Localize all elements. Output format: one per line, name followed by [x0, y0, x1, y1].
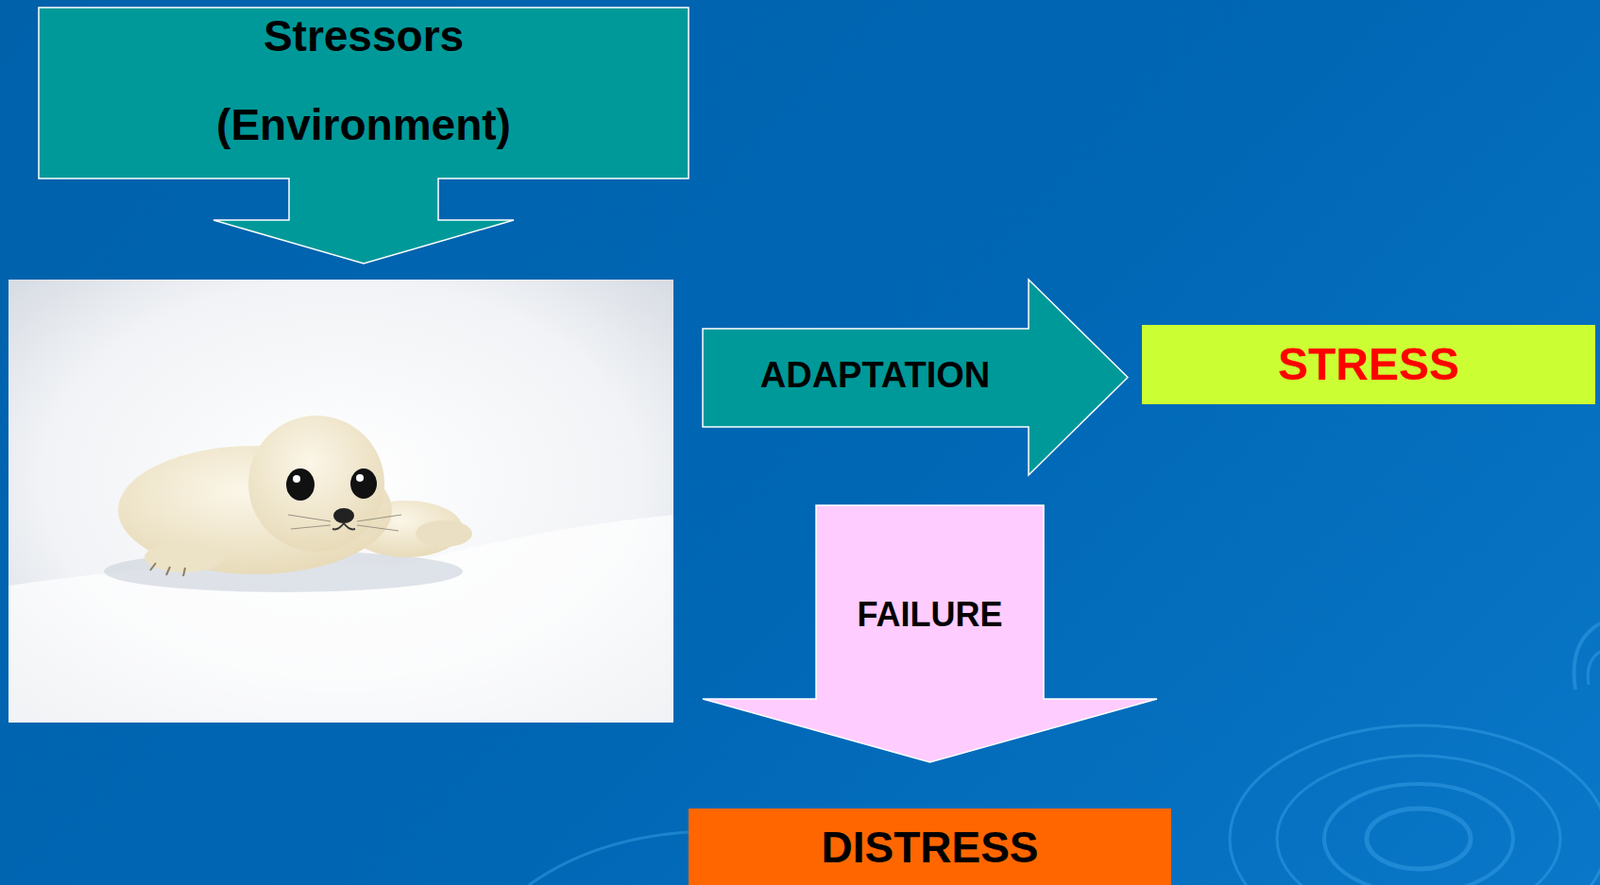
node-label: DISTRESS: [820, 821, 1039, 872]
seal-eye: [350, 468, 377, 499]
process-arrow: ADAPTATION: [702, 279, 1128, 476]
node-label: STRESS: [1277, 338, 1460, 391]
snow-background: [8, 279, 674, 723]
seal-head: [248, 415, 385, 552]
seal-eye: [286, 468, 315, 501]
shape-fill: [38, 7, 689, 264]
eye-highlight: [356, 474, 364, 482]
seal-whiskers: [288, 514, 402, 531]
ripple-arc: [1587, 651, 1600, 685]
failure-arrow: FAILURE: [702, 505, 1158, 763]
node-label: ADAPTATION: [760, 355, 990, 397]
ripple-ring: [1229, 725, 1600, 885]
seal-mouth: [332, 523, 356, 529]
ripple-ring: [1366, 808, 1471, 869]
outcome-box: DISTRESS: [688, 808, 1172, 885]
shape-fill: [1141, 324, 1596, 405]
shape-fill: [688, 808, 1172, 885]
ripple-ring: [1276, 755, 1561, 885]
node-label: FAILURE: [856, 595, 1003, 634]
whisker: [288, 514, 402, 531]
ripple-rings: [528, 623, 1600, 885]
ripple-ring: [1324, 783, 1514, 885]
ripple-arc: [1573, 623, 1600, 690]
seal-nose: [333, 508, 355, 524]
seal-claws: [150, 562, 186, 577]
node-label: Stressors: [263, 11, 464, 62]
outcome-box: STRESS: [1141, 324, 1596, 405]
shape-fill: [702, 505, 1158, 763]
stressor-arrow-box: Stressors (Environment): [38, 7, 689, 264]
node-label: (Environment): [216, 100, 511, 151]
seal-rear-flipper: [415, 520, 473, 547]
eye-highlight: [292, 475, 301, 483]
shape-fill: [702, 279, 1128, 476]
